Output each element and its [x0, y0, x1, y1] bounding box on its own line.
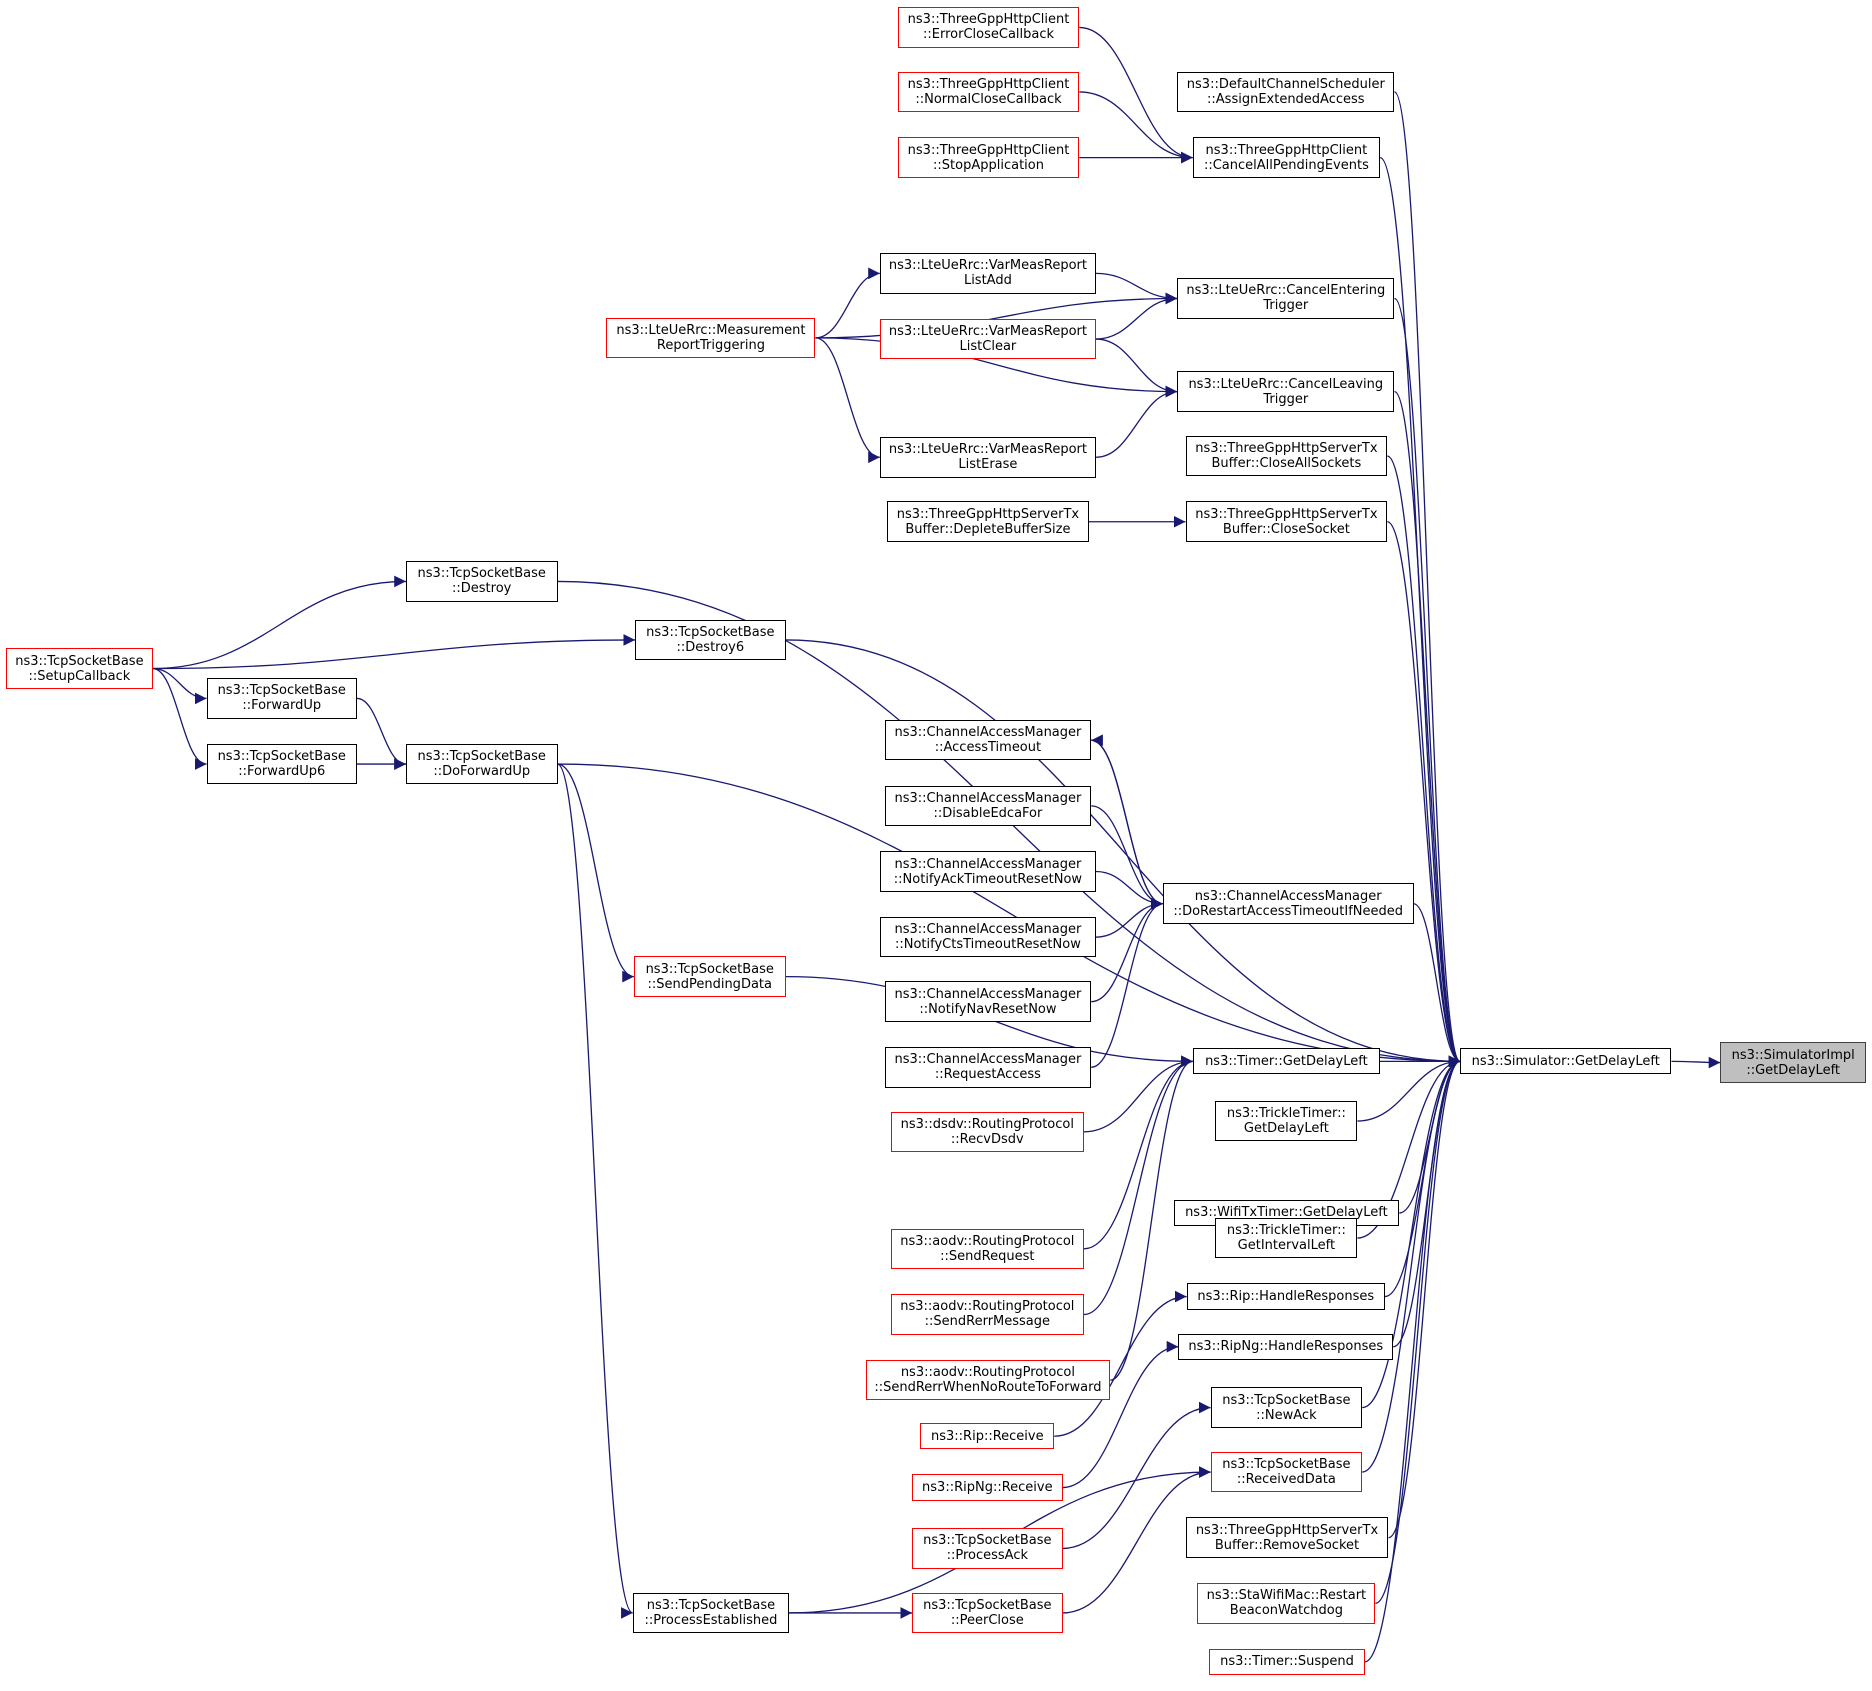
- node-notify-ack-timeout-reset-now[interactable]: ns3::ChannelAccessManager ::NotifyAckTim…: [879, 851, 1096, 892]
- node-notify-cts-timeout-reset-now[interactable]: ns3::ChannelAccessManager ::NotifyCtsTim…: [879, 916, 1096, 958]
- node-ripng-receive[interactable]: ns3::RipNg::Receive: [912, 1474, 1063, 1501]
- node-request-access[interactable]: ns3::ChannelAccessManager ::RequestAcces…: [884, 1047, 1092, 1088]
- node-access-timeout[interactable]: ns3::ChannelAccessManager ::AccessTimeou…: [884, 719, 1092, 761]
- call-edge: [1062, 1340, 1179, 1489]
- node-rip-handle-responses[interactable]: ns3::Rip::HandleResponses: [1186, 1283, 1385, 1310]
- node-remove-socket[interactable]: ns3::ThreeGppHttpServerTx Buffer::Remove…: [1185, 1517, 1389, 1558]
- call-edge: [1084, 1055, 1193, 1316]
- call-edge: [1095, 385, 1178, 458]
- node-normal-close-callback[interactable]: ns3::ThreeGppHttpClient ::NormalCloseCal…: [897, 71, 1080, 113]
- call-edge: [1054, 1290, 1187, 1437]
- call-edge: [1362, 1055, 1461, 1409]
- node-dsdv-recv-dsdv[interactable]: ns3::dsdv::RoutingProtocol ::RecvDsdv: [890, 1111, 1085, 1153]
- node-ripng-handle-responses[interactable]: ns3::RipNg::HandleResponses: [1178, 1333, 1394, 1360]
- node-trickle-timer-getdelayleft[interactable]: ns3::TrickleTimer:: GetDelayLeft: [1215, 1100, 1358, 1142]
- node-error-close-callback[interactable]: ns3::ThreeGppHttpClient ::ErrorCloseCall…: [897, 7, 1080, 48]
- call-edge: [815, 337, 1178, 398]
- call-edge: [1413, 903, 1461, 1068]
- node-cancel-leaving-trigger[interactable]: ns3::LteUeRrc::CancelLeaving Trigger: [1177, 371, 1395, 412]
- node-close-all-sockets[interactable]: ns3::ThreeGppHttpServerTx Buffer::CloseA…: [1185, 435, 1388, 477]
- node-trickle-timer-getintervalleft[interactable]: ns3::TrickleTimer:: GetIntervalLeft: [1215, 1217, 1358, 1259]
- call-edge: [785, 639, 1461, 1068]
- node-aodv-send-rerr-when-no-route[interactable]: ns3::aodv::RoutingProtocol ::SendRerrWhe…: [865, 1359, 1111, 1401]
- call-edge: [1393, 91, 1461, 1067]
- call-edge: [1375, 1055, 1461, 1605]
- call-edge: [1079, 26, 1193, 164]
- node-cancel-all-pending-events[interactable]: ns3::ThreeGppHttpClient ::CancelAllPendi…: [1192, 137, 1381, 178]
- call-edge: [1387, 521, 1461, 1068]
- node-tcp-destroy[interactable]: ns3::TcpSocketBase ::Destroy: [405, 561, 558, 602]
- root-node-simulatorimpl-getdelayleft: ns3::SimulatorImpl ::GetDelayLeft: [1720, 1042, 1867, 1083]
- call-edge: [1393, 297, 1461, 1067]
- node-measurement-report-triggering[interactable]: ns3::LteUeRrc::Measurement ReportTrigger…: [606, 317, 816, 359]
- call-edge: [557, 763, 1461, 1068]
- node-close-socket[interactable]: ns3::ThreeGppHttpServerTx Buffer::CloseS…: [1185, 501, 1388, 542]
- call-edge: [1357, 1055, 1461, 1122]
- call-edge: [1095, 338, 1178, 398]
- call-edge: [1384, 1055, 1461, 1298]
- call-edge: [1091, 734, 1163, 905]
- node-deplete-buffer-size[interactable]: ns3::ThreeGppHttpServerTx Buffer::Deplet…: [887, 501, 1089, 542]
- call-edge: [152, 667, 207, 705]
- node-sta-restart-beacon-watchdog[interactable]: ns3::StaWifiMac::Restart BeaconWatchdog: [1197, 1583, 1376, 1624]
- call-edge: [1062, 1401, 1211, 1550]
- node-tcp-send-pending-data[interactable]: ns3::TcpSocketBase ::SendPendingData: [633, 956, 786, 997]
- call-edge: [1079, 91, 1193, 164]
- node-stop-application[interactable]: ns3::ThreeGppHttpClient ::StopApplicatio…: [897, 137, 1080, 178]
- node-tcp-peer-close[interactable]: ns3::TcpSocketBase ::PeerClose: [912, 1592, 1063, 1634]
- call-edge: [1388, 1055, 1461, 1539]
- node-tcp-setup-callback[interactable]: ns3::TcpSocketBase ::SetupCallback: [5, 648, 153, 689]
- call-edge: [152, 634, 636, 670]
- node-notify-nav-reset-now[interactable]: ns3::ChannelAccessManager ::NotifyNavRes…: [884, 981, 1092, 1022]
- node-tcp-destroy6[interactable]: ns3::TcpSocketBase ::Destroy6: [635, 619, 786, 661]
- node-aodv-send-request[interactable]: ns3::aodv::RoutingProtocol ::SendRequest: [890, 1228, 1085, 1270]
- node-tcp-received-data[interactable]: ns3::TcpSocketBase ::ReceivedData: [1210, 1451, 1363, 1493]
- node-tcp-new-ack[interactable]: ns3::TcpSocketBase ::NewAck: [1210, 1387, 1363, 1428]
- call-edge: [1671, 1056, 1721, 1069]
- node-tcp-forward-up[interactable]: ns3::TcpSocketBase ::ForwardUp: [206, 678, 357, 719]
- node-assign-extended-access[interactable]: ns3::DefaultChannelScheduler ::AssignExt…: [1177, 71, 1395, 113]
- call-edge: [1095, 292, 1178, 340]
- call-edge: [815, 337, 880, 464]
- node-cancel-entering-trigger[interactable]: ns3::LteUeRrc::CancelEntering Trigger: [1177, 278, 1395, 319]
- call-edge: [815, 292, 1178, 339]
- call-edge: [557, 763, 635, 983]
- call-edge: [152, 575, 406, 670]
- node-simulator-getdelayleft[interactable]: ns3::Simulator::GetDelayLeft: [1460, 1048, 1672, 1075]
- node-tcp-process-established[interactable]: ns3::TcpSocketBase ::ProcessEstablished: [632, 1592, 790, 1634]
- call-edge: [1062, 1466, 1211, 1614]
- node-aodv-send-rerr-message[interactable]: ns3::aodv::RoutingProtocol ::SendRerrMes…: [890, 1294, 1085, 1335]
- call-edge: [1095, 870, 1163, 910]
- node-var-meas-report-list-add[interactable]: ns3::LteUeRrc::VarMeasReport ListAdd: [879, 253, 1096, 294]
- call-edge: [1357, 1055, 1461, 1239]
- call-edge: [1362, 1055, 1461, 1473]
- call-edge: [1084, 1055, 1193, 1250]
- call-edge: [556, 763, 634, 1619]
- call-edge: [815, 267, 880, 339]
- call-edge: [152, 667, 207, 770]
- call-edge: [1091, 897, 1163, 1068]
- call-edge: [1387, 455, 1461, 1067]
- node-tcp-do-forward-up[interactable]: ns3::TcpSocketBase ::DoForwardUp: [405, 743, 558, 785]
- node-do-restart-access-timeout-if-needed[interactable]: ns3::ChannelAccessManager ::DoRestartAcc…: [1162, 883, 1414, 925]
- call-edge: [1095, 272, 1178, 305]
- call-edge: [1364, 1055, 1461, 1663]
- node-tcp-process-ack[interactable]: ns3::TcpSocketBase ::ProcessAck: [912, 1528, 1063, 1569]
- node-tcp-forward-up6[interactable]: ns3::TcpSocketBase ::ForwardUp6: [206, 743, 357, 785]
- call-edge: [1084, 1055, 1193, 1133]
- node-var-meas-report-list-erase[interactable]: ns3::LteUeRrc::VarMeasReport ListErase: [879, 436, 1096, 478]
- node-var-meas-report-list-clear[interactable]: ns3::LteUeRrc::VarMeasReport ListClear: [879, 318, 1096, 360]
- node-timer-getdelayleft[interactable]: ns3::Timer::GetDelayLeft: [1192, 1048, 1381, 1075]
- call-edge: [356, 697, 407, 770]
- node-disable-edca-for[interactable]: ns3::ChannelAccessManager ::DisableEdcaF…: [884, 785, 1092, 827]
- call-edge: [1110, 1055, 1193, 1381]
- node-rip-receive[interactable]: ns3::Rip::Receive: [920, 1423, 1055, 1450]
- call-edge: [1393, 390, 1461, 1067]
- node-timer-suspend[interactable]: ns3::Timer::Suspend: [1209, 1648, 1365, 1675]
